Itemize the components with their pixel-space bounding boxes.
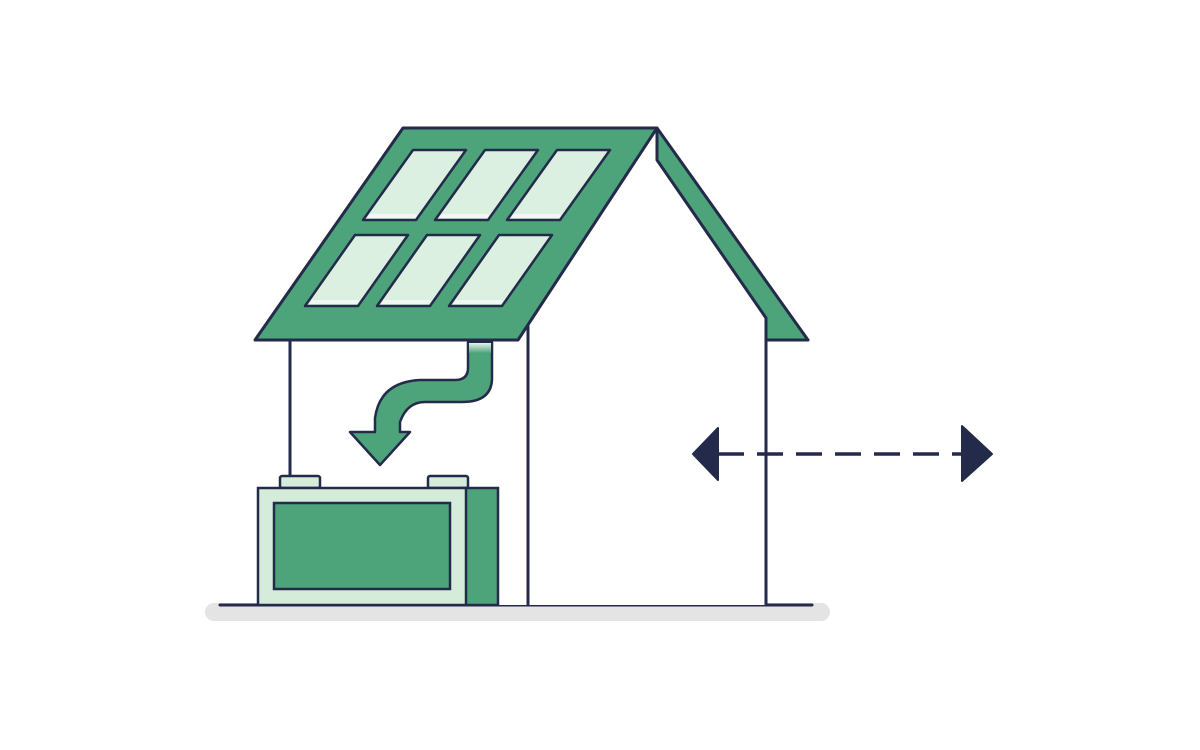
solar-panel bbox=[375, 233, 482, 308]
solar-panel-sheen bbox=[309, 214, 561, 304]
battery-side bbox=[460, 486, 500, 607]
home-battery bbox=[256, 474, 500, 607]
solar-panel bbox=[433, 148, 540, 222]
solar-panel bbox=[303, 233, 410, 308]
energy-flow-arrow-body bbox=[348, 340, 494, 467]
grid-exchange-arrow bbox=[692, 425, 993, 482]
energy-flow-arrow bbox=[348, 340, 494, 467]
solar-panel bbox=[361, 148, 468, 222]
ground-shadow bbox=[205, 603, 830, 621]
battery-terminal-right bbox=[426, 474, 470, 490]
arrow-head-right-icon bbox=[961, 425, 993, 482]
solar-panel-array bbox=[303, 148, 612, 308]
roof-gable-edge bbox=[655, 126, 810, 342]
battery-terminal-left bbox=[278, 474, 322, 490]
battery-front-panel bbox=[272, 501, 452, 591]
solar-panel bbox=[447, 233, 554, 308]
solar-panel bbox=[505, 148, 612, 222]
arrow-head-left-icon bbox=[692, 427, 719, 481]
energy-flow-arrow-highlight bbox=[469, 343, 491, 353]
